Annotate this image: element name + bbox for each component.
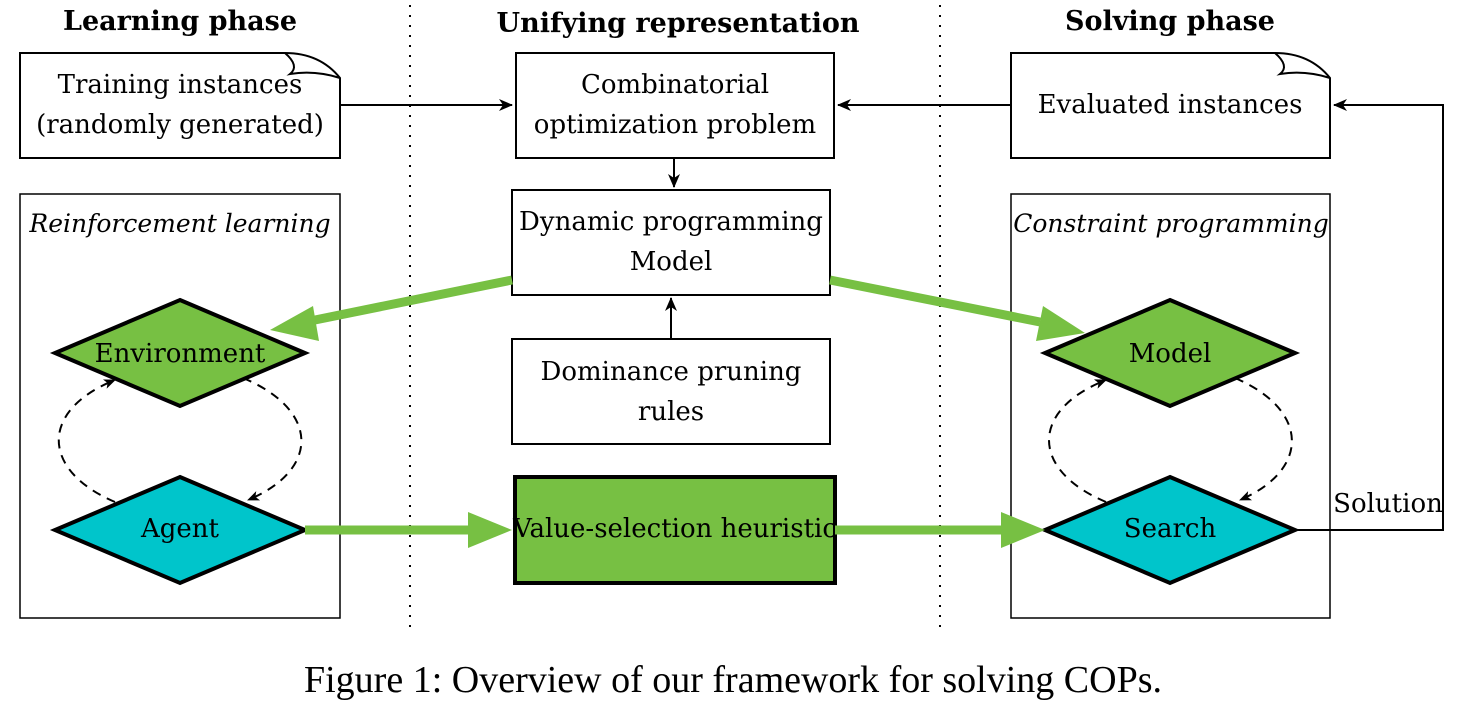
environment-node: Environment (49, 297, 311, 409)
constraint-programming-title: Constraint programming (1013, 209, 1328, 238)
phase-title-unifying: Unifying representation (497, 8, 860, 39)
green-arrow-agent-to-heuristic (305, 512, 512, 548)
green-arrow-dp-to-environment (270, 275, 513, 341)
dp-model-line1: Dynamic programming (519, 207, 823, 237)
agent-label: Agent (140, 514, 220, 544)
cycle-arrow-agent-to-environment (58, 379, 116, 503)
cycle-arrow-search-to-model (1048, 379, 1107, 503)
model-node: Model (1039, 297, 1301, 409)
dp-model-line2: Model (630, 247, 713, 277)
dominance-rules-line2: rules (638, 397, 704, 427)
green-arrow-dp-to-model (829, 275, 1085, 341)
model-label: Model (1129, 339, 1212, 369)
training-instances-line1: Training instances (58, 70, 303, 100)
agent-node: Agent (49, 474, 311, 586)
reinforcement-learning-title: Reinforcement learning (28, 209, 330, 238)
evaluated-instances-box: Evaluated instances (1010, 52, 1331, 159)
cop-line2: optimization problem (534, 110, 816, 140)
green-arrow-heuristic-to-search (835, 512, 1045, 548)
dominance-rules-box: Dominance pruning rules (511, 338, 831, 445)
environment-label: Environment (95, 339, 266, 369)
phase-title-learning: Learning phase (63, 6, 297, 37)
dp-model-box: Dynamic programming Model (511, 189, 831, 296)
cop-box: Combinatorial optimization problem (515, 52, 835, 159)
solution-feedback-arrow (1295, 99, 1444, 531)
evaluated-instances-label: Evaluated instances (1038, 90, 1303, 120)
dominance-rules-line1: Dominance pruning (541, 357, 802, 387)
value-selection-heuristic-box: Value-selection heuristic (512, 475, 837, 585)
constraint-programming-panel (1010, 193, 1331, 619)
solution-label: Solution (1333, 489, 1443, 519)
cycle-arrow-environment-to-agent (242, 377, 303, 501)
value-selection-heuristic-label: Value-selection heuristic (512, 514, 837, 544)
cycle-arrow-model-to-search (1234, 377, 1293, 501)
training-instances-line2: (randomly generated) (36, 110, 324, 140)
phase-title-solving: Solving phase (1065, 6, 1275, 37)
reinforcement-learning-panel (19, 193, 341, 619)
figure-caption: Figure 1: Overview of our framework for … (304, 659, 1162, 701)
training-instances-box: Training instances (randomly generated) (19, 52, 341, 159)
search-node: Search (1039, 474, 1301, 586)
search-label: Search (1124, 514, 1217, 544)
cop-line1: Combinatorial (581, 70, 769, 100)
